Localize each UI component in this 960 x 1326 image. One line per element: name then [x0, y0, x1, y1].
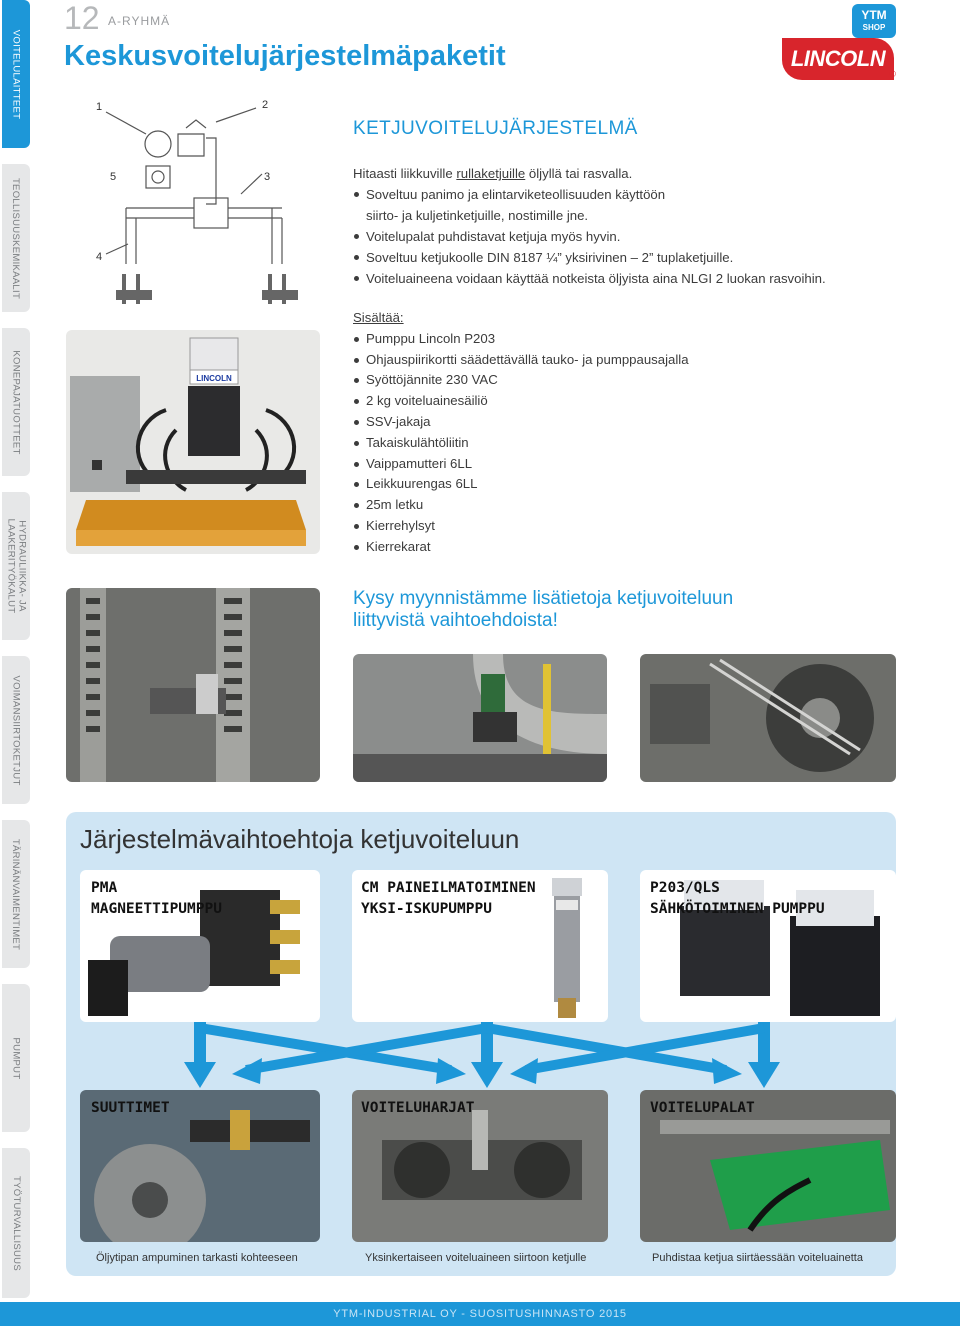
- list-item: Takaiskulähtöliitin: [353, 433, 689, 454]
- list-item: Kierrehylsyt: [353, 516, 689, 537]
- list-item: 25m letku: [353, 495, 689, 516]
- list-item-continuation: siirto- ja kuljetinketjuille, nostimille…: [366, 208, 589, 223]
- side-tab-teollisuuskemikaalit[interactable]: TEOLLISUUSKEMIKAALIT: [2, 164, 30, 312]
- option-label-voitelupalat: VOITELUPALAT: [650, 1100, 755, 1116]
- list-item: Ohjauspiirikortti säädettävällä tauko- j…: [353, 350, 689, 371]
- installation-photo-1: [353, 654, 607, 782]
- schematic-label-1: 1: [96, 101, 102, 113]
- list-item: Syöttöjännite 230 VAC: [353, 370, 689, 391]
- section-heading: KETJUVOITELUJÄRJESTELMÄ: [353, 118, 638, 139]
- chain-link[interactable]: rullaketjuille: [456, 166, 526, 181]
- side-tab-voimansiirtoketjut[interactable]: VOIMANSIIRTOKETJUT: [2, 656, 30, 804]
- list-item: Voiteluaineena voidaan käyttää notkeista…: [353, 268, 826, 289]
- lubrication-schematic-diagram: 1 2 3 4 5: [66, 94, 320, 314]
- caption-suuttimet: Öljytipan ampuminen tarkasti kohteeseen: [96, 1252, 298, 1264]
- contents-label: Sisältää:: [353, 310, 404, 325]
- schematic-label-3: 3: [264, 171, 270, 183]
- list-item: SSV-jakaja: [353, 412, 689, 433]
- list-item: Kierrekarat: [353, 537, 689, 558]
- cm-pump-photo: [352, 870, 608, 1022]
- side-tab-pumput[interactable]: PUMPUT: [2, 984, 30, 1132]
- pump-reservoir-label: LINCOLN: [196, 374, 232, 383]
- options-title: Järjestelmävaihtoehtoja ketjuvoiteluun: [80, 824, 520, 854]
- lincoln-pump-kit-photo: LINCOLN: [66, 330, 320, 554]
- page-number: 12: [64, 0, 100, 36]
- list-item: Vaippamutteri 6LL: [353, 454, 689, 475]
- option-label-p203: P203/QLS SÄHKÖTOIMINEN PUMPPU: [650, 880, 825, 917]
- option-label-pma: PMA MAGNEETTIPUMPPU: [91, 880, 222, 917]
- schematic-label-5: 5: [110, 171, 116, 183]
- lincoln-brand-plate: LINCOLN: [782, 38, 894, 80]
- feature-list: Soveltuu panimo ja elintarviketeollisuud…: [353, 184, 826, 289]
- schematic-label-2: 2: [262, 99, 268, 111]
- side-tab-tarinanvaimentimet[interactable]: TÄRINÄNVAIMENTIMET: [2, 820, 30, 968]
- schematic-label-4: 4: [96, 251, 102, 263]
- group-label: A-RYHMÄ: [108, 14, 171, 28]
- intro-line: Hitaasti liikkuville rullaketjuille öljy…: [353, 166, 633, 181]
- option-label-voiteluharjat: VOITELUHARJAT: [361, 1100, 475, 1116]
- chain-conveyor-photo: [66, 588, 320, 782]
- p203-pump-photo: [640, 870, 896, 1022]
- nozzle-applicator-photo: [80, 1090, 320, 1242]
- pma-pump-photo: [80, 870, 320, 1022]
- side-tab-hydrauliikka[interactable]: HYDRAULIIKKA- JA LAAKERITYÖKALUT: [2, 492, 30, 640]
- list-item: Pumppu Lincoln P203: [353, 329, 689, 350]
- page-footer: YTM-INDUSTRIAL OY - SUOSITUSHINNASTO 201…: [0, 1302, 960, 1326]
- package-contents: Sisältää: Pumppu Lincoln P203 Ohjauspiir…: [353, 308, 689, 558]
- list-item: Voitelupalat puhdistavat ketjuja myös hy…: [353, 226, 826, 247]
- list-item: 2 kg voiteluainesäiliö: [353, 391, 689, 412]
- ytm-shop-badge: YTM SHOP: [852, 4, 896, 38]
- side-tab-voitelulaitteet[interactable]: VOITELULAITTEET: [2, 0, 30, 148]
- pad-applicator-photo: [640, 1090, 896, 1242]
- option-label-cm: CM PAINEILMATOIMINEN YKSI-ISKUPUMPPU: [361, 880, 536, 917]
- caption-voitelupalat: Puhdistaa ketjua siirtäessään voiteluain…: [652, 1252, 863, 1264]
- contact-sales-callout: Kysy myynnistämme lisätietoja ketjuvoite…: [353, 588, 734, 631]
- brush-applicator-photo: [352, 1090, 608, 1242]
- list-item: Soveltuu panimo ja elintarviketeollisuud…: [353, 184, 826, 205]
- option-label-suuttimet: SUUTTIMET: [91, 1100, 170, 1116]
- side-tab-konepajatuotteet[interactable]: KONEPAJATUOTTEET: [2, 328, 30, 476]
- options-arrow-diagram: [184, 1022, 780, 1088]
- list-item: Soveltuu ketjukoolle DIN 8187 ¼” yksiriv…: [353, 247, 826, 268]
- contents-list: Pumppu Lincoln P203 Ohjauspiirikortti sä…: [353, 329, 689, 558]
- installation-photo-2: [640, 654, 896, 782]
- side-tab-tyoturvallisuus[interactable]: TYÖTURVALLISUUS: [2, 1148, 30, 1298]
- side-tab-strip: VOITELULAITTEET TEOLLISUUSKEMIKAALIT KON…: [0, 0, 32, 1326]
- page-title: Keskusvoitelujärjestelmäpaketit: [64, 40, 506, 72]
- intro-text: Hitaasti liikkuville rullaketjuille öljy…: [353, 163, 826, 289]
- caption-voiteluharjat: Yksinkertaiseen voiteluaineen siirtoon k…: [365, 1252, 587, 1264]
- list-item: Leikkuurengas 6LL: [353, 474, 689, 495]
